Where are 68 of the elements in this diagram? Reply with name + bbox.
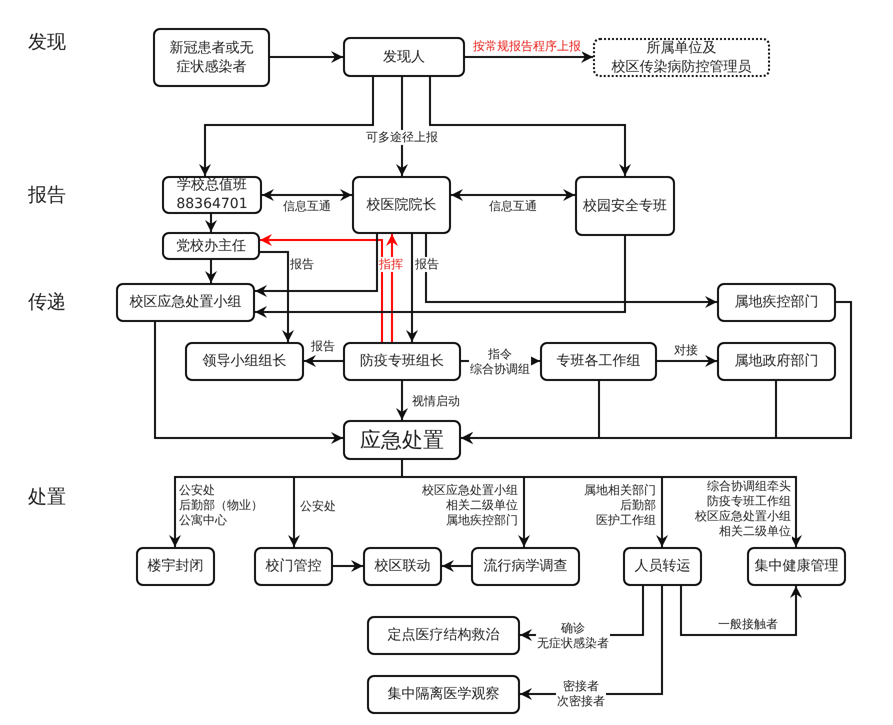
arrow (425, 234, 717, 308)
edge-label: 属地相关部门后勤部医护工作组 (583, 483, 657, 528)
process-box: 党校办主任 (162, 232, 260, 260)
edge-label: 一般接触者 (717, 616, 779, 632)
edge-label: 公安处 (299, 499, 337, 514)
process-box: 防疫专班组长 (343, 342, 461, 381)
process-box: 校门管控 (254, 547, 333, 586)
process-box: 新冠患者或无症状感染者 (153, 28, 270, 87)
edge-label: 指挥 (378, 256, 404, 272)
arrow (260, 251, 294, 342)
arrow (396, 77, 408, 176)
arrow (396, 381, 408, 420)
process-box: 人员转运 (623, 547, 702, 586)
edge-label: 报告 (414, 256, 440, 272)
edge-label: 密接者次密接者 (556, 679, 606, 709)
edge-label: 报告 (310, 338, 336, 354)
arrow (205, 260, 217, 283)
edge-label: 可多途径上报 (365, 130, 439, 144)
arrow (451, 189, 575, 201)
arrow (429, 77, 631, 176)
arrow (461, 301, 852, 444)
edge-label: 确诊无症状感染者 (536, 621, 610, 651)
edge-label: 视情启动 (411, 394, 461, 408)
process-box: 流行病学调查 (471, 547, 580, 586)
process-box: 集中健康管理 (747, 547, 846, 586)
arrow (154, 322, 343, 444)
process-box: 领导小组组长 (185, 342, 304, 381)
process-box: 校区应急处置小组 (116, 283, 255, 322)
arrow (304, 355, 343, 367)
arrow (199, 77, 374, 176)
edge-label: 综合协调组牵头防疫专班工作组校区应急处置小组相关二级单位 (694, 479, 792, 539)
arrow (262, 189, 352, 201)
process-box: 属地疾控部门 (717, 283, 836, 322)
process-box: 发现人 (343, 37, 465, 77)
process-box: 应急处置 (343, 420, 461, 460)
arrow (270, 51, 343, 63)
process-box: 校园安全专班 (575, 176, 675, 236)
process-box: 定点医疗结构救治 (367, 616, 520, 655)
edge-label: 信息互通 (282, 198, 332, 214)
edge-label: 校区应急处置小组相关二级单位属地疾控部门 (421, 483, 519, 528)
process-box: 楼宇封闭 (136, 547, 215, 586)
arrow (657, 355, 717, 367)
edge-label: 信息互通 (488, 198, 538, 214)
arrow (205, 214, 217, 232)
arrow (442, 560, 471, 572)
arrow (260, 234, 383, 342)
arrow (333, 560, 363, 572)
edge-label: 按常规报告程序上报 (472, 38, 582, 54)
process-box: 属地政府部门 (717, 342, 836, 381)
arrow (680, 586, 802, 636)
process-box: 学校总值班88364701 (162, 176, 262, 214)
stage-heading: 发现 (28, 30, 66, 54)
dotted-box: 所属单位及校区传染病防控管理员 (593, 38, 770, 77)
edge-label: 报告 (289, 256, 315, 272)
process-box: 集中隔离医学观察 (367, 675, 520, 714)
edge-label: 对接 (673, 342, 699, 358)
process-box: 校区联动 (363, 547, 442, 586)
stage-heading: 处置 (28, 485, 66, 509)
arrow (255, 234, 378, 297)
stage-heading: 报告 (28, 183, 66, 207)
arrow (406, 234, 418, 342)
stage-heading: 传递 (28, 290, 66, 314)
arrow (465, 51, 593, 63)
process-box: 专班各工作组 (540, 342, 657, 381)
process-box: 校医院院长 (352, 176, 451, 234)
edge-label: 指令综合协调组 (469, 347, 531, 377)
arrow (386, 234, 398, 342)
arrow (255, 236, 626, 318)
